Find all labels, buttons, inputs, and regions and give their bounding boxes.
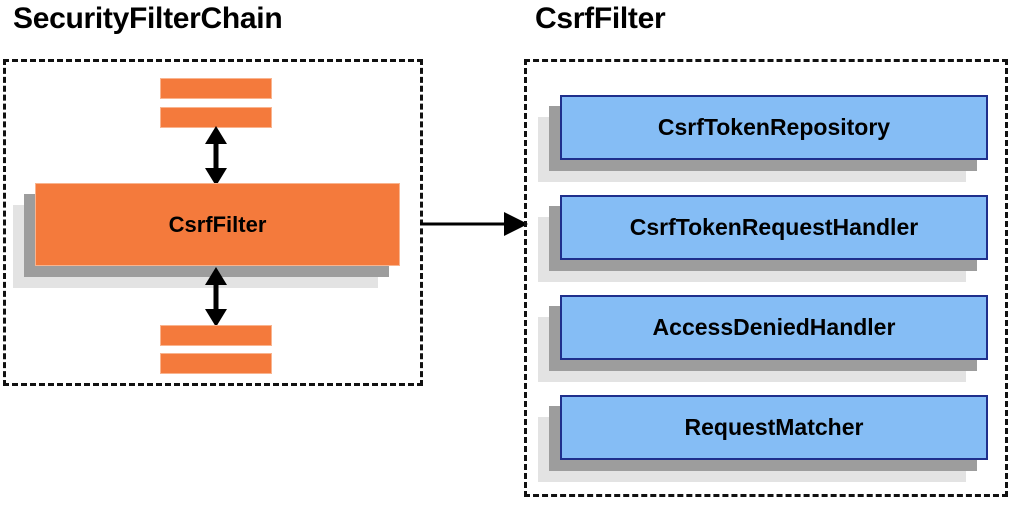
node-face: RequestMatcher [560,395,988,460]
filter-bar-below-2 [160,353,272,374]
node-request-matcher[interactable]: RequestMatcher [538,395,988,482]
node-label-csrf-token-repository: CsrfTokenRepository [657,114,891,140]
double-arrow-above-icon [203,126,229,186]
expansion-arrow-icon [420,210,530,238]
panel-title-security-filter-chain: SecurityFilterChain [13,2,283,35]
node-face: CsrfTokenRepository [560,95,988,160]
filter-bar-above-1 [160,107,272,128]
panel-title-csrf-filter: CsrfFilter [535,2,666,35]
double-arrow-below-icon [203,267,229,327]
node-face: CsrfTokenRequestHandler [560,195,988,260]
node-csrf-filter[interactable]: CsrfFilter [13,183,400,288]
group-box-csrf-filter-detail [524,59,1008,497]
node-access-denied-handler[interactable]: AccessDeniedHandler [538,295,988,382]
node-csrf-token-request-handler[interactable]: CsrfTokenRequestHandler [538,195,988,282]
node-face: CsrfFilter [35,183,400,266]
node-label-csrf-filter: CsrfFilter [168,211,267,237]
node-csrf-token-repository[interactable]: CsrfTokenRepository [538,95,988,182]
node-label-csrf-token-request-handler: CsrfTokenRequestHandler [629,214,919,240]
node-label-access-denied-handler: AccessDeniedHandler [652,314,896,340]
node-face: AccessDeniedHandler [560,295,988,360]
node-label-request-matcher: RequestMatcher [684,414,864,440]
filter-bar-above-2 [160,78,272,99]
filter-bar-below-1 [160,325,272,346]
